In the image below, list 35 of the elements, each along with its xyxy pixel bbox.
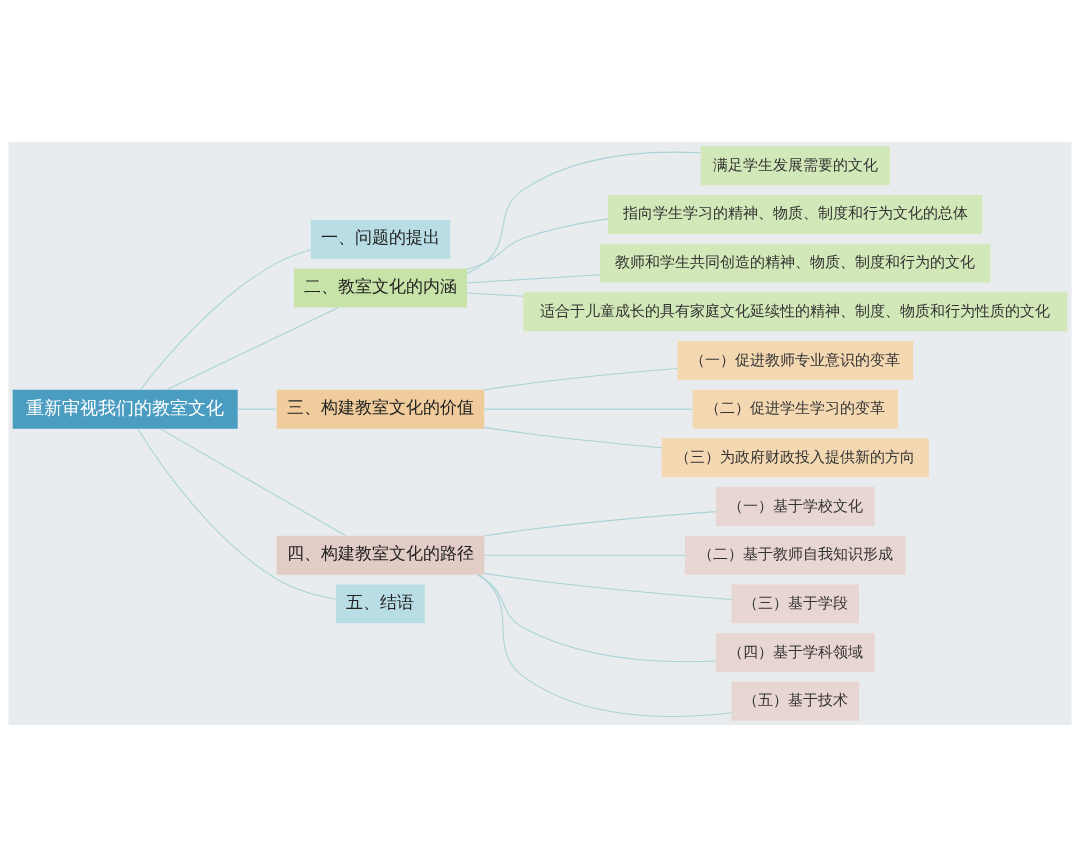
- connector: [166, 307, 340, 391]
- connector: [484, 408, 693, 410]
- node-box: （三）基于学段: [731, 584, 860, 624]
- connector: [140, 249, 312, 391]
- connector: [483, 368, 678, 391]
- connector: [159, 428, 346, 537]
- connector: [476, 574, 717, 663]
- node-box: 三、构建教室文化的价值: [276, 389, 485, 429]
- node-box: （二）基于教师自我知识形成: [684, 535, 906, 575]
- node-box: 适合于儿童成长的具有家庭文化延续性的精神、制度、物质和行为性质的文化: [523, 292, 1068, 332]
- node-box: （一）基于学校文化: [715, 487, 875, 526]
- node-box: 一、问题的提出: [310, 219, 451, 259]
- node-box: （四）基于学科领域: [715, 633, 875, 672]
- connector: [466, 151, 701, 274]
- connector: [466, 292, 524, 297]
- connector: [237, 408, 277, 410]
- node-box: 重新审视我们的教室文化: [12, 389, 238, 429]
- connector: [483, 572, 732, 600]
- connector: [478, 574, 732, 717]
- connector: [483, 426, 663, 449]
- node-box: 教师和学生共同创造的精神、物质、制度和行为的文化: [600, 243, 991, 283]
- node-box: （一）促进教师专业意识的变革: [677, 341, 914, 380]
- connector: [483, 511, 717, 537]
- node-box: （五）基于技术: [731, 681, 860, 721]
- node-box: 四、构建教室文化的路径: [276, 535, 485, 575]
- node-box: （二）促进学生学习的变革: [692, 389, 898, 429]
- node-box: 指向学生学习的精神、物质、制度和行为文化的总体: [608, 195, 983, 234]
- node-box: 满足学生发展需要的文化: [700, 146, 890, 186]
- node-box: 二、教室文化的内涵: [293, 268, 467, 308]
- node-box: （三）为政府财政投入提供新的方向: [661, 438, 929, 478]
- node-box: 五、结语: [336, 584, 425, 624]
- connector: [484, 554, 686, 556]
- connector: [137, 428, 337, 600]
- connector: [466, 218, 609, 271]
- connector: [466, 274, 601, 284]
